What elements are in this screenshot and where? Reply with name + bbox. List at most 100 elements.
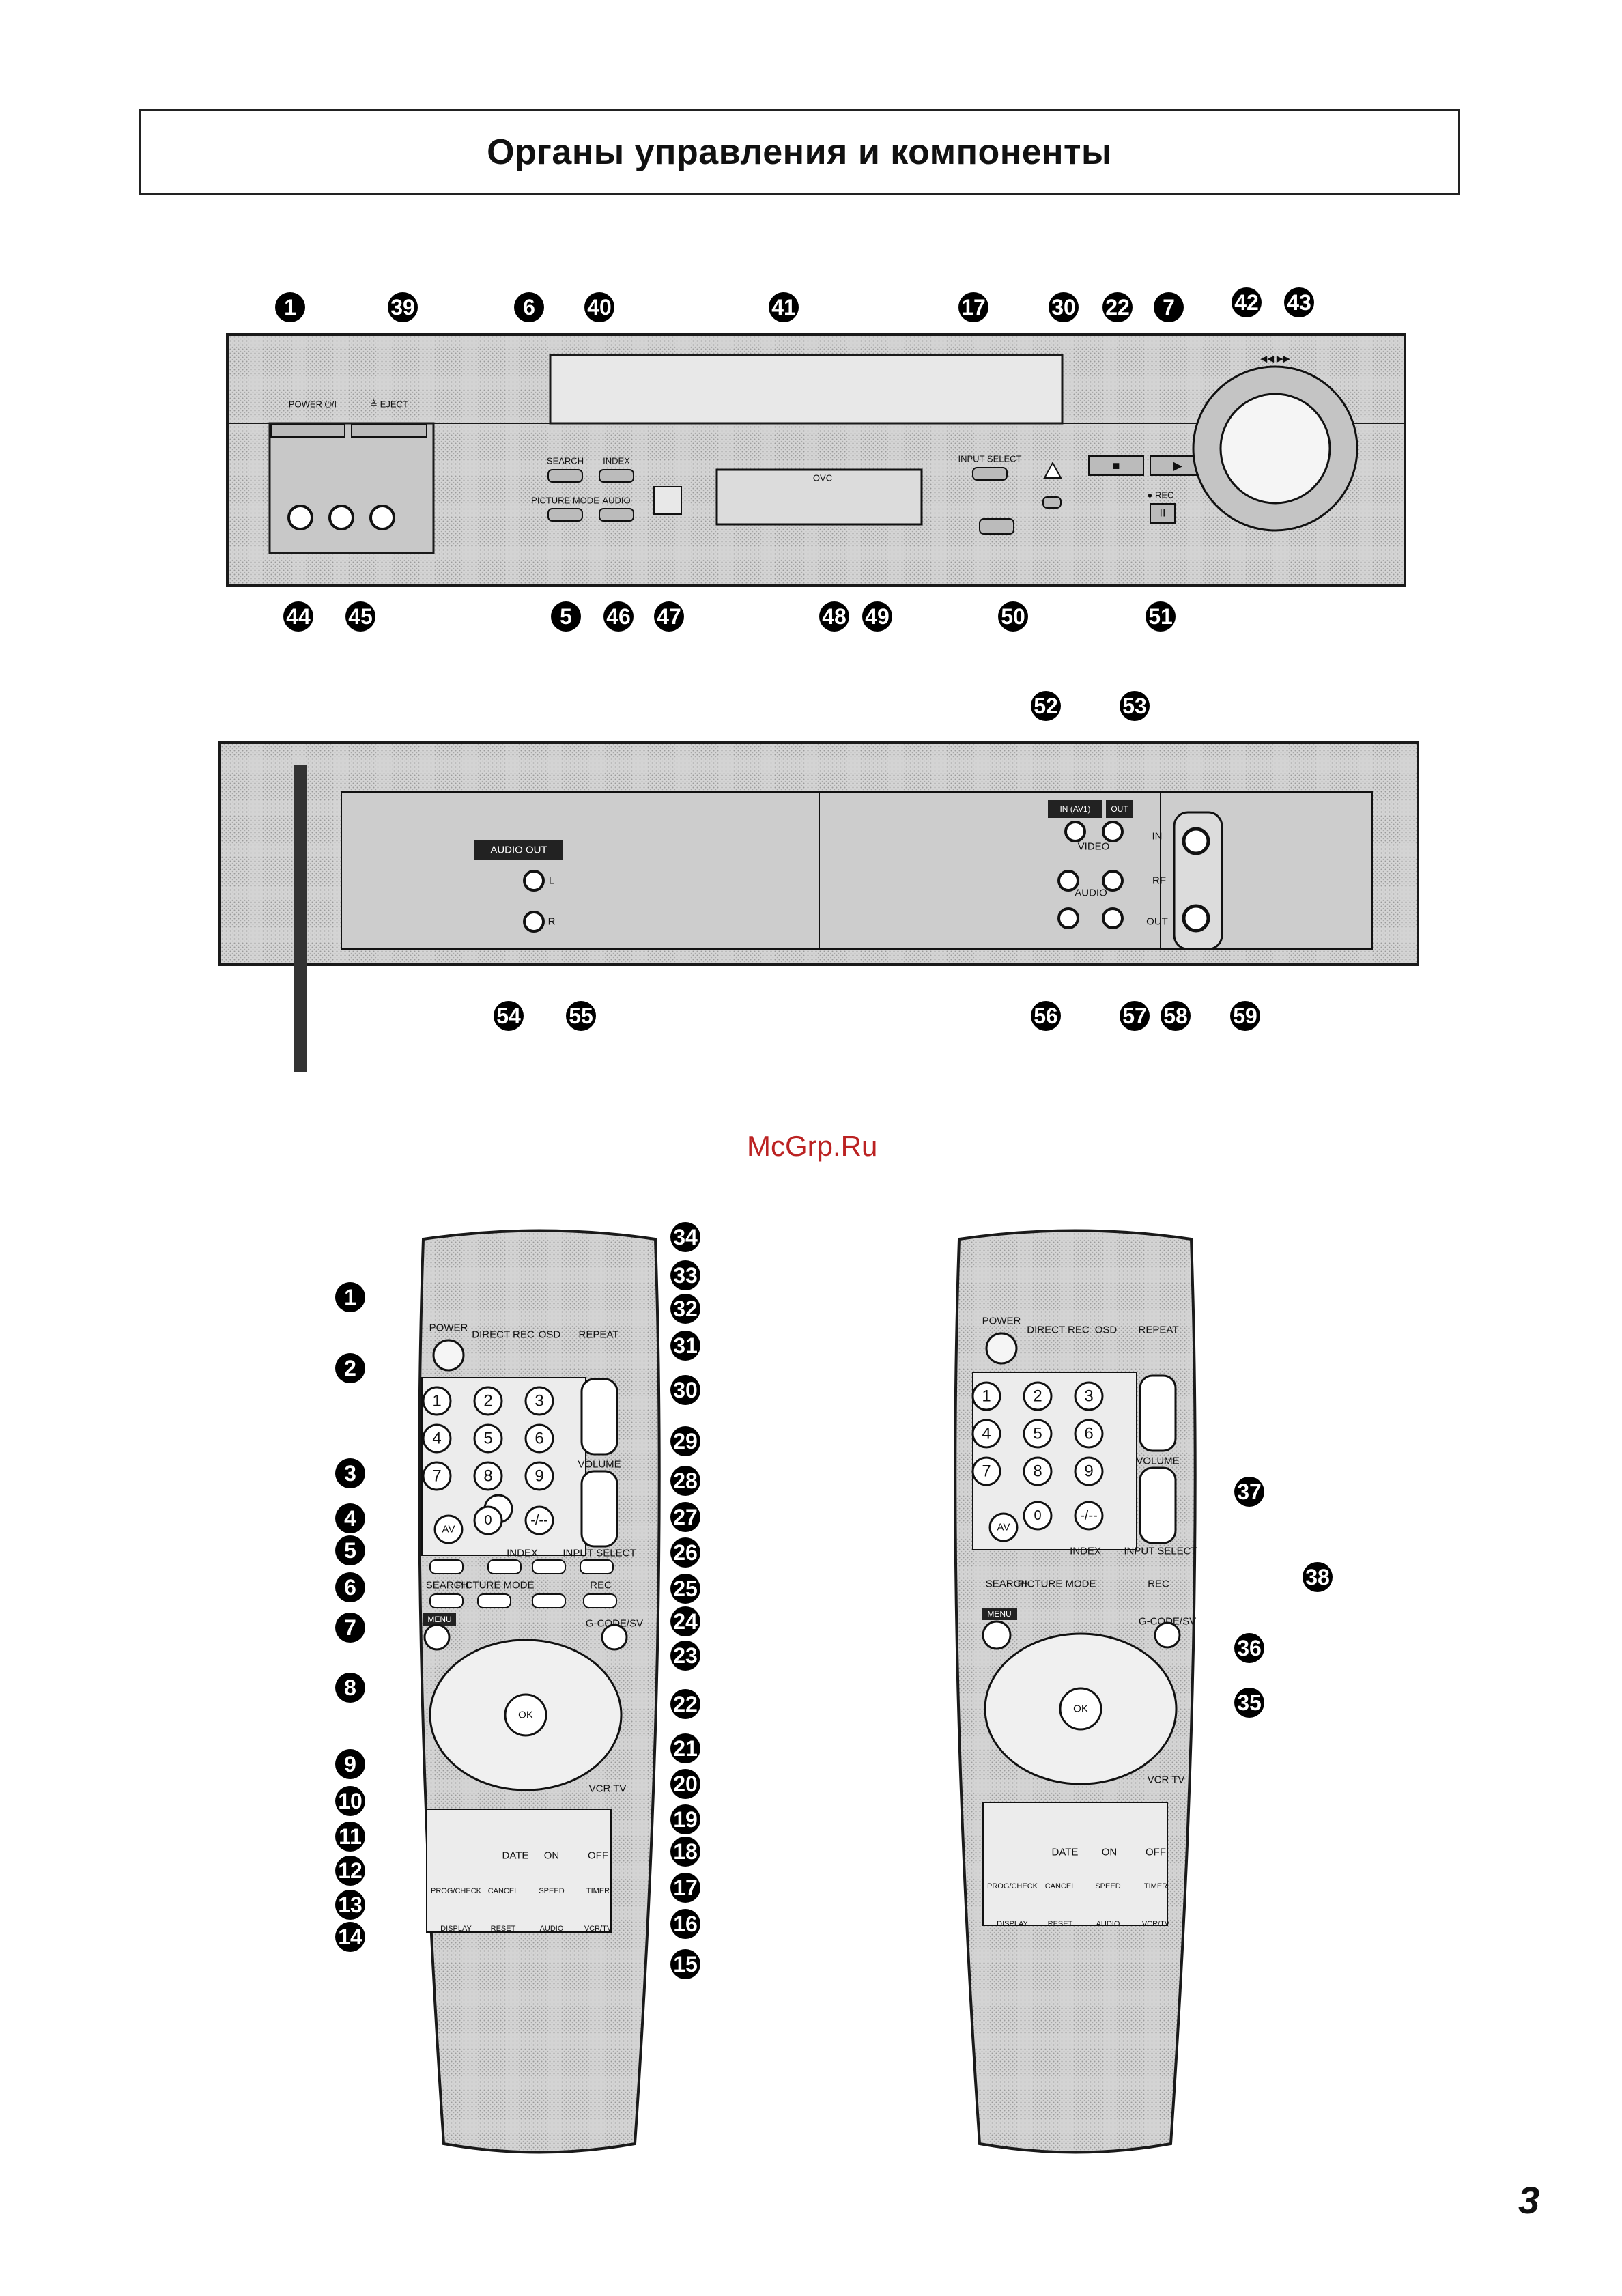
callout-badge	[670, 1606, 700, 1636]
rear-video-label: VIDEO	[1078, 841, 1110, 853]
callout-badge	[1232, 287, 1262, 317]
remote-r-power-label: POWER	[982, 1316, 1021, 1327]
callout-badge	[670, 1502, 700, 1532]
callout-number: 16	[673, 1912, 698, 1936]
callout-number: 36	[1237, 1636, 1262, 1660]
remote-l-key-label: 9	[535, 1467, 543, 1486]
remote-r-display-label: DISPLAY	[997, 1920, 1028, 1928]
callout-number: 17	[673, 1875, 698, 1900]
remote-l-key-3	[524, 1386, 554, 1416]
callout-number: 31	[673, 1333, 698, 1358]
remote-r-key-extra	[1074, 1501, 1104, 1531]
remote-r-ch-rocker	[1139, 1374, 1177, 1452]
callout-badge	[670, 1804, 700, 1834]
callout-number: 24	[673, 1609, 698, 1634]
remote-l-key-label: 2	[483, 1392, 492, 1411]
callout-badge	[335, 1822, 365, 1852]
callout-number: 9	[344, 1752, 356, 1776]
callout-badge	[819, 601, 849, 632]
remote-l-menu-tag	[423, 1613, 456, 1626]
remote-l-key-5	[473, 1423, 503, 1454]
remote-r-key-label: 2	[1033, 1387, 1042, 1406]
callout-badge	[584, 292, 614, 322]
callout-badge	[1146, 601, 1176, 632]
callout-badge	[1234, 1633, 1264, 1663]
rear-av-out-label: OUT	[1111, 804, 1128, 814]
remote-l-av-button	[433, 1514, 464, 1544]
callout-badge	[335, 1353, 365, 1383]
rear-audio-out-l-label: L	[549, 875, 554, 887]
remote-l-gcode-label: G-CODE/SV	[586, 1618, 643, 1630]
front-ch-up-button	[1043, 461, 1062, 479]
callout-number: 3	[344, 1461, 356, 1486]
callout-badge	[670, 1426, 700, 1456]
callout-number: 5	[560, 604, 572, 629]
front-shuttle-label: ◀◀ ▶▶	[1260, 354, 1290, 364]
rear-audio-out-r2-jack	[1102, 907, 1124, 929]
remote-r-key-9	[1074, 1456, 1104, 1486]
remote-r-vcrtv-label: VCR/TV	[1142, 1920, 1170, 1928]
remote-l-ok-label: OK	[518, 1710, 533, 1721]
rear-av-in-label: IN (AV1)	[1059, 804, 1090, 814]
callout-badge	[862, 601, 892, 632]
remote-l-picture-mode-label: PICTURE MODE	[455, 1580, 534, 1591]
front-av-jack-video	[287, 505, 313, 530]
vcr-front-panel: POWER ⏻/I ≜ EJECT SEARCH INDEX PICTURE M…	[226, 333, 1406, 587]
remote-l-power-button	[432, 1339, 465, 1372]
callout-badge	[335, 1613, 365, 1643]
remote-r-menu-tag	[982, 1608, 1017, 1620]
remote-r-key-label: 7	[982, 1462, 991, 1481]
remote-l-ok-button	[504, 1693, 547, 1737]
remote-l-index-next-button	[532, 1559, 566, 1574]
remote-l-key-extra	[473, 1505, 503, 1535]
callout-number: 51	[1148, 604, 1173, 629]
remote-r-osd-label: OSD	[1095, 1324, 1118, 1336]
callout-number: 7	[344, 1615, 356, 1640]
remote-l-key-4	[422, 1423, 452, 1454]
callout-badge	[769, 292, 799, 322]
remote-l-key-7	[422, 1461, 452, 1491]
remote-l-key-label: 6	[535, 1430, 543, 1448]
page-number: 3	[1518, 2179, 1540, 2222]
callout-badge	[670, 1769, 700, 1799]
callout-number: 34	[673, 1225, 698, 1249]
rear-audio-out-r-jack	[523, 911, 545, 933]
front-index-label: INDEX	[603, 456, 630, 466]
callout-badge	[670, 1260, 700, 1290]
remote-l-key-1	[422, 1386, 452, 1416]
remote-l-index-prev-button	[487, 1559, 522, 1574]
remote-l-key-9	[524, 1461, 554, 1491]
callout-number: 27	[673, 1505, 698, 1529]
callout-badge	[1303, 1562, 1333, 1592]
front-audio-label: AUDIO	[602, 496, 630, 506]
rear-audio-out-l2-jack	[1102, 870, 1124, 892]
remote-r-picture-mode-label: PICTURE MODE	[1017, 1578, 1096, 1590]
remote-r-input-select-label: INPUT SELECT	[1124, 1546, 1197, 1557]
remote-r-av-label: AV	[997, 1522, 1010, 1533]
callout-number: 50	[1001, 604, 1025, 629]
callout-badge	[335, 1673, 365, 1703]
callout-number: 56	[1034, 1004, 1058, 1028]
rear-audio-out-label: AUDIO OUT	[490, 845, 547, 856]
remote-l-volume-label: VOLUME	[578, 1459, 621, 1471]
rear-audio-in-l-jack	[1057, 870, 1079, 892]
callout-number: 10	[338, 1789, 362, 1813]
callout-number: 6	[523, 295, 535, 320]
remote-r-direct-rec-label: DIRECT REC	[1027, 1324, 1090, 1336]
callout-number: 22	[673, 1692, 698, 1716]
remote-r-av-button	[988, 1512, 1019, 1542]
callout-number: 1	[344, 1285, 356, 1309]
remote-l-key-label: 3	[535, 1392, 543, 1411]
remote-r-index-label: INDEX	[1070, 1546, 1101, 1557]
remote-l-gcode-button	[601, 1624, 628, 1651]
callout-number: 49	[865, 604, 890, 629]
remote-r-ok-button	[1059, 1687, 1102, 1731]
remote-r-off-label: OFF	[1146, 1847, 1166, 1858]
remote-r-key-label: 0	[1034, 1508, 1041, 1523]
remote-r-key-5	[1023, 1419, 1053, 1449]
remote-l-key-label: 0	[484, 1513, 492, 1528]
callout-number: 35	[1237, 1690, 1262, 1715]
callout-number: 58	[1163, 1004, 1188, 1028]
callout-number: 19	[673, 1807, 698, 1832]
remote-l-direct-rec-label: DIRECT REC	[472, 1329, 535, 1341]
